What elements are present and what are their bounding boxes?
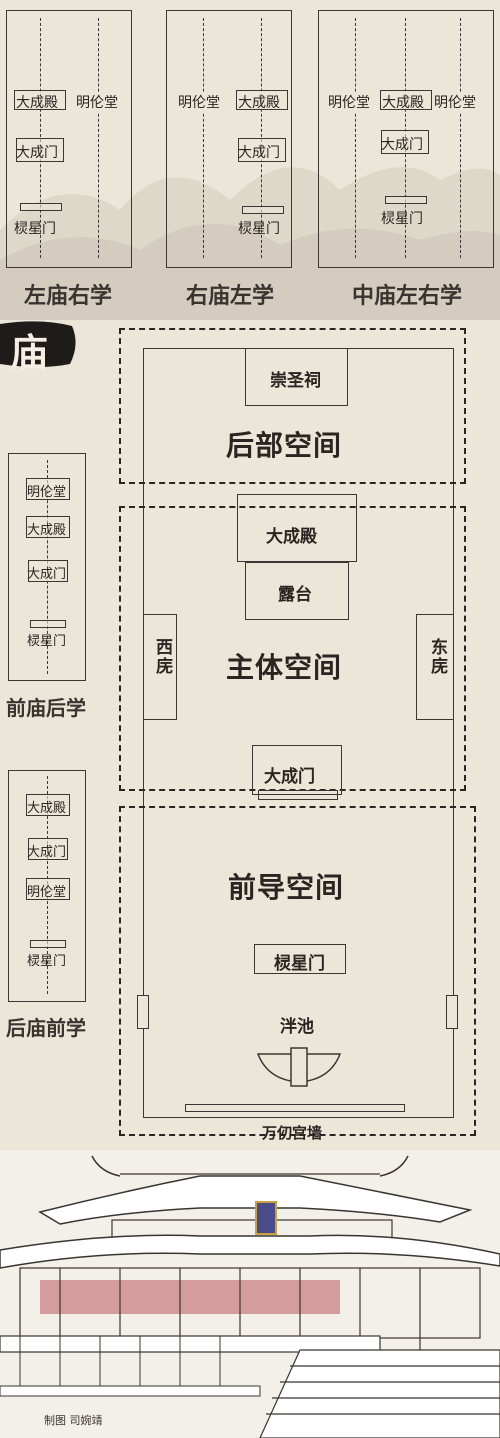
- axis-line: [460, 18, 461, 258]
- side-gate-west: [137, 995, 149, 1029]
- axis-line: [98, 18, 99, 258]
- building-dachengdian: [237, 494, 357, 562]
- label-dachengdian: 大成殿: [238, 95, 280, 111]
- label-minglundang: 明伦堂: [178, 92, 220, 112]
- zone-rear-space: [119, 328, 466, 484]
- gate-box-lingxingmen: [20, 203, 62, 211]
- hall-box-minglundang: [26, 478, 70, 500]
- label-minglundang-left: 明伦堂: [328, 92, 370, 112]
- hall-box-dachengdian: [236, 90, 288, 110]
- label-lingxingmen: 棂星门: [238, 221, 280, 237]
- layout-center-temple-side-schools: [318, 10, 494, 268]
- label-lingxingmen: 棂星门: [27, 954, 67, 969]
- building-chongshengci: [245, 348, 348, 406]
- axis-line: [355, 18, 356, 258]
- gate-box-dachengmen: [238, 138, 286, 162]
- section-char: 庙: [10, 330, 49, 375]
- label-lingxingmen: 棂星门: [14, 221, 56, 237]
- gate-box-dachengmen: [16, 138, 64, 162]
- label-dachengmen: 大成门: [238, 145, 280, 161]
- label-panchi: 泮池: [280, 1017, 314, 1037]
- brush-stroke-decoration: [0, 321, 76, 367]
- label-dachengmen: 大成门: [27, 845, 67, 860]
- building-west-wing: [143, 614, 177, 720]
- section-banner: 庙: [0, 318, 80, 375]
- side-gate-east: [446, 995, 458, 1029]
- caption-left-temple-right-school: 左庙右学: [24, 283, 113, 309]
- gate-box-lingxingmen: [30, 620, 66, 628]
- caption-back-temple-front-school: 后庙前学: [6, 1016, 86, 1040]
- zone-front-space: [119, 806, 476, 1136]
- temple-building-illustration: [0, 1150, 500, 1438]
- layout-left-temple-right-school: [6, 10, 132, 268]
- gate-box-dachengmen: [28, 560, 68, 582]
- label-lutai: 露台: [278, 585, 312, 605]
- label-rear-space: 后部空间: [226, 429, 343, 462]
- hall-box-dachengdian: [14, 90, 66, 110]
- gate-box-dachengmen: [381, 130, 429, 154]
- label-dachengmen: 大成门: [16, 145, 58, 161]
- hall-box-minglundang: [26, 878, 70, 900]
- label-minglundang: 明伦堂: [27, 885, 67, 900]
- label-dachengdian: 大成殿: [27, 523, 67, 538]
- hall-box-dachengdian: [26, 794, 70, 816]
- label-dachengdian: 大成殿: [27, 801, 67, 816]
- label-lingxingmen: 棂星门: [27, 634, 67, 649]
- hall-box-dachengdian: [380, 90, 432, 110]
- panchi-pond-icon: [256, 1047, 342, 1087]
- mountain-background: [0, 167, 500, 320]
- caption-front-temple-back-school: 前庙后学: [6, 696, 86, 720]
- layout-front-temple-back-school: [8, 453, 86, 681]
- layout-right-temple-left-school: [166, 10, 292, 268]
- gate-box-dachengmen: [28, 838, 68, 860]
- caption-center-temple-side-schools: 中庙左右学: [352, 283, 463, 309]
- label-wall: 万仞宫墙: [262, 1124, 323, 1142]
- gate-step: [258, 790, 338, 800]
- terrace-lutai: [245, 562, 349, 620]
- credit-text: 制图 司婉靖: [44, 1414, 103, 1427]
- label-dachengdian: 大成殿: [266, 527, 317, 547]
- gate-box-lingxingmen: [385, 196, 427, 204]
- label-west-wing: 西庑: [152, 638, 172, 676]
- label-dachengmen: 大成门: [27, 567, 67, 582]
- label-dachengmen: 大成门: [264, 767, 315, 787]
- gate-lingxingmen: [254, 944, 346, 974]
- hall-box-dachengdian: [26, 516, 70, 538]
- gate-box-lingxingmen: [242, 206, 284, 214]
- caption-right-temple-left-school: 右庙左学: [186, 283, 275, 309]
- label-lingxingmen: 棂星门: [381, 211, 423, 227]
- gate-box-lingxingmen: [30, 940, 66, 948]
- building-dachengmen: [252, 745, 342, 795]
- label-minglundang: 明伦堂: [76, 92, 118, 112]
- label-minglundang-right: 明伦堂: [434, 92, 476, 112]
- label-lingxingmen: 棂星门: [274, 954, 325, 974]
- label-dachengmen: 大成门: [381, 137, 423, 153]
- label-main-space: 主体空间: [226, 651, 343, 684]
- label-dachengdian: 大成殿: [382, 95, 424, 111]
- axis-line: [203, 18, 204, 258]
- label-dachengdian: 大成殿: [16, 95, 58, 111]
- label-chongshengci: 崇圣祠: [270, 371, 321, 391]
- label-front-space: 前导空间: [228, 871, 345, 904]
- front-wall-bar: [185, 1104, 405, 1112]
- building-east-wing: [416, 614, 454, 720]
- label-east-wing: 东庑: [427, 638, 447, 676]
- layout-back-temple-front-school: [8, 770, 86, 1002]
- label-minglundang: 明伦堂: [27, 485, 67, 500]
